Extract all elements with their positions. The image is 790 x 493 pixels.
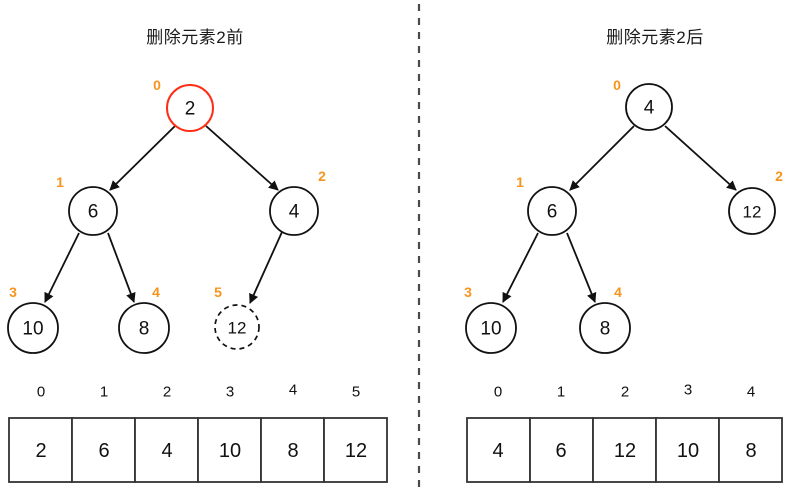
array-value: 10 bbox=[677, 440, 699, 462]
array-index: 4 bbox=[289, 382, 297, 399]
node-value: 10 bbox=[480, 319, 501, 340]
array-index: 1 bbox=[557, 384, 565, 401]
array-cell[interactable] bbox=[592, 417, 657, 483]
right-tree-node-4[interactable]: 8 4 bbox=[579, 284, 631, 354]
node-index: 3 bbox=[9, 284, 17, 300]
array-index: 2 bbox=[621, 384, 629, 401]
left-tree-node-3[interactable]: 10 3 bbox=[7, 284, 59, 354]
array-index: 3 bbox=[226, 384, 234, 401]
array-index: 0 bbox=[37, 384, 45, 401]
right-tree-edges bbox=[502, 125, 737, 303]
array-cell[interactable] bbox=[718, 417, 783, 483]
node-value: 4 bbox=[289, 202, 300, 223]
array-value: 6 bbox=[98, 440, 109, 462]
left-array-values: 2 6 4 10 8 12 bbox=[35, 440, 367, 462]
array-value: 6 bbox=[555, 440, 566, 462]
left-tree-node-2[interactable]: 4 2 bbox=[269, 168, 326, 236]
array-index: 5 bbox=[352, 384, 360, 401]
array-index: 0 bbox=[494, 384, 502, 401]
right-array: 0 1 2 3 4 4 6 12 10 8 bbox=[466, 382, 783, 483]
node-value: 6 bbox=[547, 202, 558, 223]
left-tree-edges bbox=[44, 125, 283, 304]
node-value: 8 bbox=[600, 319, 611, 340]
left-array-cells bbox=[8, 417, 388, 483]
right-tree-node-2[interactable]: 12 2 bbox=[728, 168, 783, 235]
node-value: 2 bbox=[185, 99, 196, 120]
array-value: 8 bbox=[745, 440, 756, 462]
array-value: 12 bbox=[614, 440, 636, 462]
array-cell[interactable] bbox=[323, 417, 388, 483]
array-index: 1 bbox=[100, 384, 108, 401]
node-index: 1 bbox=[516, 174, 524, 190]
node-value: 12 bbox=[743, 203, 762, 222]
node-index: 2 bbox=[318, 168, 326, 184]
array-value: 4 bbox=[492, 440, 503, 462]
left-array-index-labels: 0 1 2 3 4 5 bbox=[37, 382, 360, 401]
array-value: 2 bbox=[35, 440, 46, 462]
array-value: 10 bbox=[219, 440, 241, 462]
left-tree-node-4[interactable]: 8 4 bbox=[118, 284, 170, 354]
array-cell[interactable] bbox=[8, 417, 73, 483]
array-cell[interactable] bbox=[71, 417, 136, 483]
right-array-cells bbox=[466, 417, 783, 483]
node-value: 4 bbox=[644, 98, 655, 119]
node-index: 4 bbox=[614, 284, 622, 300]
node-value: 10 bbox=[22, 319, 43, 340]
node-value: 6 bbox=[88, 202, 99, 223]
right-tree-node-1[interactable]: 6 1 bbox=[516, 174, 577, 236]
node-index: 0 bbox=[153, 77, 161, 93]
node-index: 5 bbox=[214, 284, 222, 300]
right-panel-title: 删除元素2后 bbox=[606, 28, 704, 47]
right-array-index-labels: 0 1 2 3 4 bbox=[494, 382, 755, 401]
array-index: 3 bbox=[684, 382, 692, 399]
left-tree-node-1[interactable]: 6 1 bbox=[56, 174, 118, 236]
node-index: 4 bbox=[152, 284, 160, 300]
left-array: 0 1 2 3 4 5 2 6 4 10 8 12 bbox=[8, 382, 388, 483]
node-index: 2 bbox=[775, 168, 783, 184]
array-cell[interactable] bbox=[655, 417, 720, 483]
node-index: 1 bbox=[56, 174, 64, 190]
array-value: 4 bbox=[161, 440, 172, 462]
right-array-values: 4 6 12 10 8 bbox=[492, 440, 756, 462]
array-cell[interactable] bbox=[197, 417, 262, 483]
right-tree-node-3[interactable]: 10 3 bbox=[464, 284, 517, 354]
node-value: 12 bbox=[228, 319, 247, 338]
array-value: 8 bbox=[287, 440, 298, 462]
node-value: 8 bbox=[139, 319, 150, 340]
node-index: 0 bbox=[613, 77, 621, 93]
right-tree-node-0[interactable]: 4 0 bbox=[613, 77, 673, 131]
array-index: 2 bbox=[163, 384, 171, 401]
node-index: 3 bbox=[464, 284, 472, 300]
left-panel-title: 删除元素2前 bbox=[146, 28, 244, 47]
left-tree-node-5-removed[interactable]: 12 5 bbox=[214, 284, 260, 350]
array-value: 12 bbox=[345, 440, 367, 462]
left-tree-node-0[interactable]: 2 0 bbox=[153, 77, 214, 132]
array-cell[interactable] bbox=[134, 417, 199, 483]
array-index: 4 bbox=[747, 384, 755, 401]
